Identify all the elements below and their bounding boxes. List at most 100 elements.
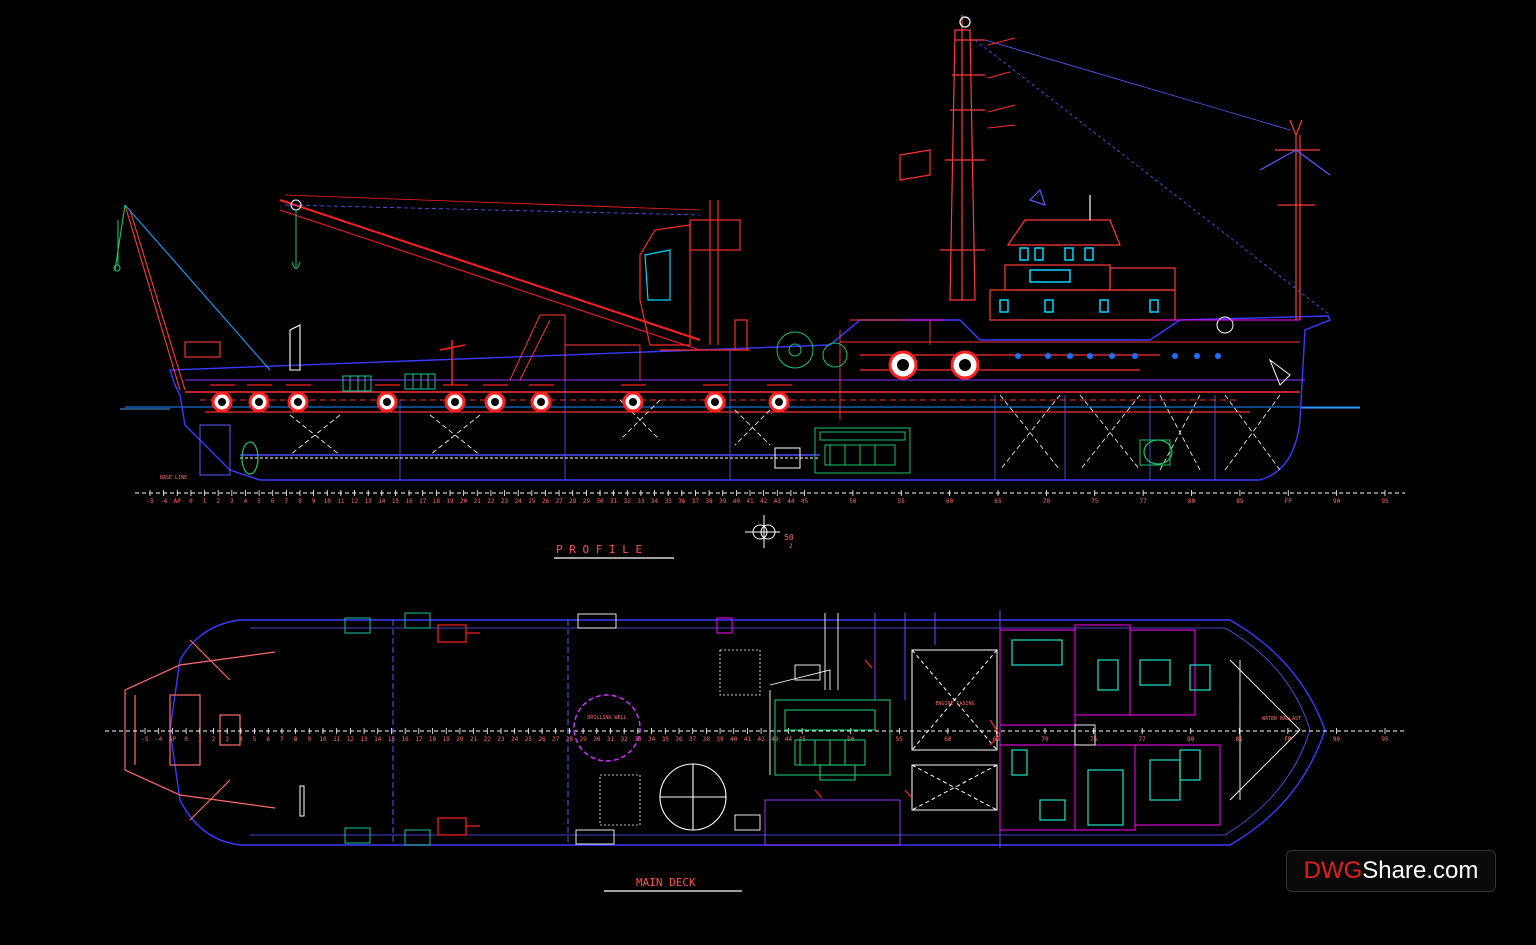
frame-number: 14 xyxy=(374,736,382,743)
waterline xyxy=(120,406,1360,410)
frame-number: 95 xyxy=(1381,498,1389,505)
crane-tower xyxy=(639,200,750,351)
profile-view: BASE LINE -5-4AP012345678910111213141516… xyxy=(113,15,1405,559)
frame-number: 60 xyxy=(946,498,954,505)
radar-mast xyxy=(1259,119,1331,320)
frame-number: 60 xyxy=(944,736,952,743)
engine-room-plan xyxy=(774,699,891,781)
frame-number: 6 xyxy=(271,498,275,505)
frame-number: 6 xyxy=(266,736,270,743)
frame-number: 50 xyxy=(849,498,857,505)
frame-number: 36 xyxy=(678,498,686,505)
stern-a-frame-plan xyxy=(124,639,276,821)
frame-number: 3 xyxy=(230,498,234,505)
frame-number: 20 xyxy=(460,498,468,505)
frame-number: 24 xyxy=(515,498,523,505)
frame-number: 29 xyxy=(580,736,588,743)
engine-casing: ENGINE CASING xyxy=(911,649,998,811)
frame-number: 11 xyxy=(337,498,345,505)
frame-number: 29 xyxy=(583,498,591,505)
frame-number: 21 xyxy=(474,498,482,505)
base-line-label: BASE LINE xyxy=(160,475,187,481)
dimension-note: 50 xyxy=(784,533,794,542)
frame-number: 41 xyxy=(746,498,754,505)
frame-number: 7 xyxy=(285,498,289,505)
drilling-well: DRILLING WELL xyxy=(573,694,641,762)
frame-number: 42 xyxy=(758,736,766,743)
frame-number: 19 xyxy=(443,736,451,743)
frame-number: 65 xyxy=(994,498,1002,505)
frame-number: 10 xyxy=(319,736,327,743)
frame-number: 25 xyxy=(525,736,533,743)
dimension-sub: 2 xyxy=(789,543,793,550)
frame-number: 30 xyxy=(593,736,601,743)
frame-number: 31 xyxy=(610,498,618,505)
frame-number: 16 xyxy=(405,498,413,505)
bridge-windows xyxy=(999,247,1159,313)
frame-number: 25 xyxy=(528,498,536,505)
frame-number: 10 xyxy=(324,498,332,505)
frame-number: 15 xyxy=(388,736,396,743)
frame-number: 77 xyxy=(1140,498,1148,505)
frame-number: 5 xyxy=(253,736,257,743)
watermark-brand-a: DWG xyxy=(1303,857,1363,884)
stern-crane xyxy=(113,204,301,391)
frame-number: 22 xyxy=(484,736,492,743)
frame-number: 80 xyxy=(1187,736,1195,743)
main-deck-title: MAIN DECK xyxy=(636,876,696,889)
frame-number: 70 xyxy=(1041,736,1049,743)
frame-number: 75 xyxy=(1090,736,1098,743)
frame-number: -5 xyxy=(146,498,154,505)
anchor-winch xyxy=(776,331,848,369)
frame-number: -4 xyxy=(155,736,163,743)
frame-number: 95 xyxy=(1381,736,1389,743)
frame-number: 36 xyxy=(675,736,683,743)
frame-number: 39 xyxy=(716,736,724,743)
frame-number: 37 xyxy=(692,498,700,505)
frame-number: 4 xyxy=(244,498,248,505)
frame-number: -4 xyxy=(160,498,168,505)
frame-number: 7 xyxy=(280,736,284,743)
frame-number: 32 xyxy=(624,498,632,505)
frame-number: 4 xyxy=(239,736,243,743)
frame-number: 21 xyxy=(470,736,478,743)
frame-number: 77 xyxy=(1139,736,1147,743)
frame-number: 11 xyxy=(333,736,341,743)
frame-number: 37 xyxy=(689,736,697,743)
frame-number: 2 xyxy=(212,736,216,743)
frame-number: 23 xyxy=(501,498,509,505)
frame-number: 75 xyxy=(1091,498,1099,505)
frame-number: -5 xyxy=(141,736,149,743)
frame-number: 26 xyxy=(542,498,550,505)
frame-number: 34 xyxy=(651,498,659,505)
frame-number: 20 xyxy=(456,736,464,743)
frame-number: 17 xyxy=(419,498,427,505)
frame-number: 22 xyxy=(487,498,495,505)
frame-number: 13 xyxy=(365,498,373,505)
frame-number: 55 xyxy=(898,498,906,505)
frame-number: AP xyxy=(174,498,182,505)
frame-number: 40 xyxy=(730,736,738,743)
frame-number: 8 xyxy=(294,736,298,743)
frame-number: 12 xyxy=(351,498,359,505)
frame-number: 27 xyxy=(552,736,560,743)
frame-number: 70 xyxy=(1043,498,1051,505)
frame-number: 35 xyxy=(665,498,673,505)
frame-number: 0 xyxy=(184,736,188,743)
frame-number: 45 xyxy=(801,498,809,505)
frame-number: 38 xyxy=(705,498,713,505)
frame-number: FP xyxy=(1285,498,1293,505)
frame-number: 35 xyxy=(662,736,670,743)
frame-number: 15 xyxy=(392,498,400,505)
frame-number: 8 xyxy=(298,498,302,505)
frame-number: 34 xyxy=(648,736,656,743)
frame-number: 19 xyxy=(446,498,454,505)
frame-number: 18 xyxy=(429,736,437,743)
frame-number: 3 xyxy=(225,736,229,743)
engine-casing-label: ENGINE CASING xyxy=(935,701,974,707)
frame-number: 28 xyxy=(566,736,574,743)
frame-number: 85 xyxy=(1236,498,1244,505)
frame-number: 41 xyxy=(744,736,752,743)
